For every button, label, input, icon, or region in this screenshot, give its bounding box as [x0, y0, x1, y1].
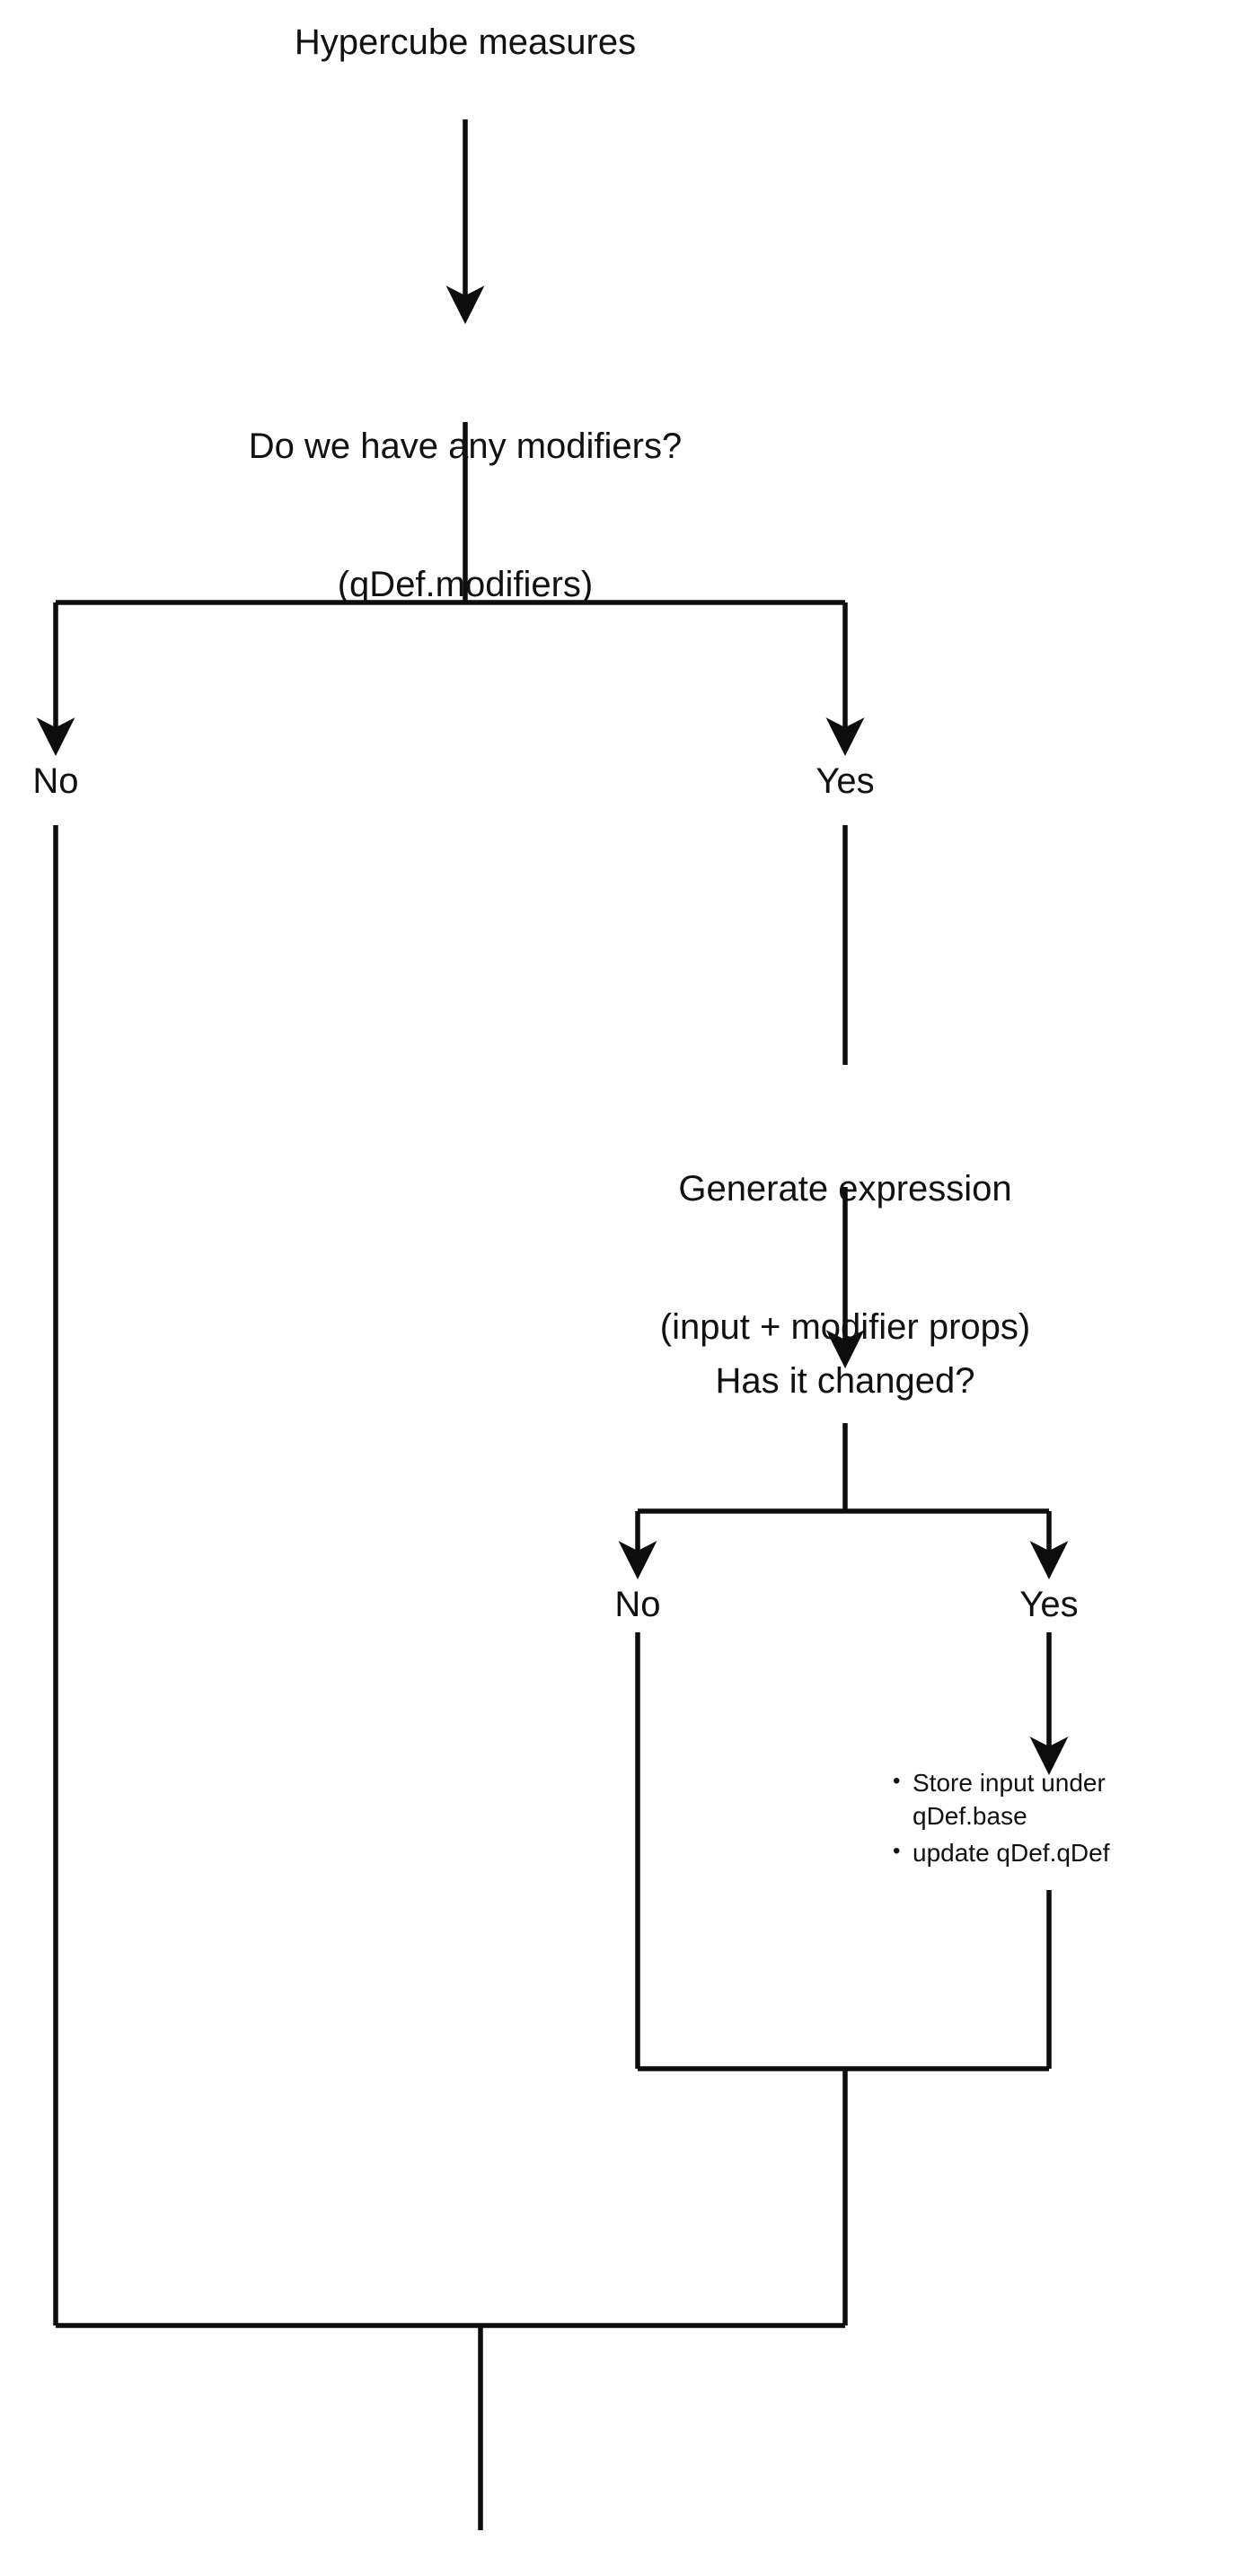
branch-label-outer-no: No: [32, 761, 79, 801]
action-list: Store input under qDef.base update qDef.…: [889, 1766, 1123, 1870]
branch-label-outer-yes: Yes: [816, 761, 875, 801]
node-generate-expression: Generate expression (input + modifier pr…: [468, 1075, 1222, 1443]
branch-label-inner-yes: Yes: [1019, 1585, 1079, 1624]
decision-one-line-2: (qDef.modifiers): [337, 564, 594, 604]
list-item: Store input under qDef.base: [893, 1766, 1119, 1833]
node-decision-has-it-changed: Has it changed?: [715, 1361, 975, 1401]
node-decision-do-we-have-modifiers: Do we have any modifiers? (qDef.modifier…: [88, 332, 842, 700]
branch-label-inner-no: No: [614, 1585, 661, 1624]
list-item: update qDef.qDef: [893, 1836, 1119, 1870]
generate-line-1: Generate expression: [678, 1169, 1012, 1209]
decision-one-line-1: Do we have any modifiers?: [248, 426, 683, 467]
generate-line-2: (input + modifier props): [659, 1306, 1031, 1347]
node-hypercube-measures: Hypercube measures: [294, 22, 637, 62]
node-action-list: Store input under qDef.base update qDef.…: [889, 1766, 1123, 1874]
